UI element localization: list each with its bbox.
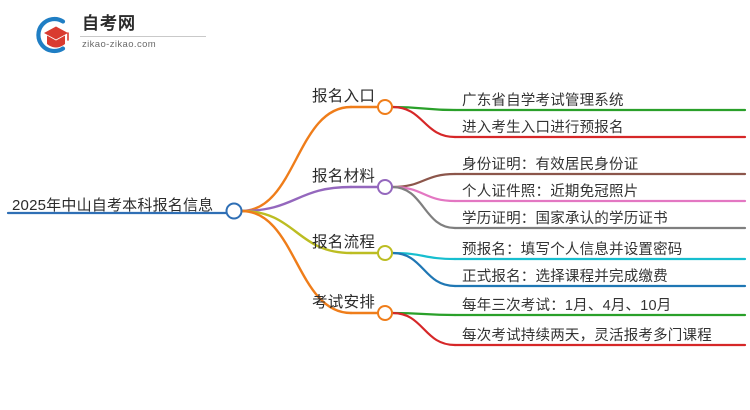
leaf-label-1-1: 广东省自学考试管理系统 [462, 93, 624, 109]
root-label: 2025年中山自考本科报名信息 [12, 197, 214, 214]
mindmap-node-dot [377, 179, 393, 195]
logo-mark-icon [36, 16, 69, 54]
logo-url: zikao-zikao.com [82, 39, 157, 50]
mindmap-node-dot [225, 202, 243, 220]
leaf-label-1-2: 进入考生入口进行预报名 [462, 120, 624, 136]
mindmap-nodes [225, 99, 393, 321]
leaf-label-2-3: 学历证明：国家承认的学历证书 [462, 211, 668, 227]
leaf-label-3-2: 正式报名：选择课程并完成缴费 [462, 269, 668, 285]
mindmap-node-dot [377, 245, 393, 261]
logo-divider [80, 36, 206, 37]
leaf-label-4-1: 每年三次考试：1月、4月、10月 [462, 298, 672, 314]
branch-label-2: 报名材料 [312, 168, 376, 185]
leaf-label-4-2: 每次考试持续两天，灵活报考多门课程 [462, 328, 712, 344]
leaf-label-2-1: 身份证明：有效居民身份证 [462, 157, 639, 173]
leaf-label-2-2: 个人证件照：近期免冠照片 [462, 184, 639, 200]
mindmap-node-dot [377, 305, 393, 321]
branch-label-1: 报名入口 [312, 88, 376, 105]
branch-label-3: 报名流程 [312, 234, 376, 251]
branch-label-4: 考试安排 [312, 294, 376, 311]
site-logo: 自考网 zikao-zikao.com [30, 12, 210, 58]
mindmap-edges [6, 105, 747, 347]
logo-name-cn: 自考网 [82, 14, 136, 33]
leaf-label-3-1: 预报名：填写个人信息并设置密码 [462, 242, 683, 258]
mindmap-node-dot [377, 99, 393, 115]
